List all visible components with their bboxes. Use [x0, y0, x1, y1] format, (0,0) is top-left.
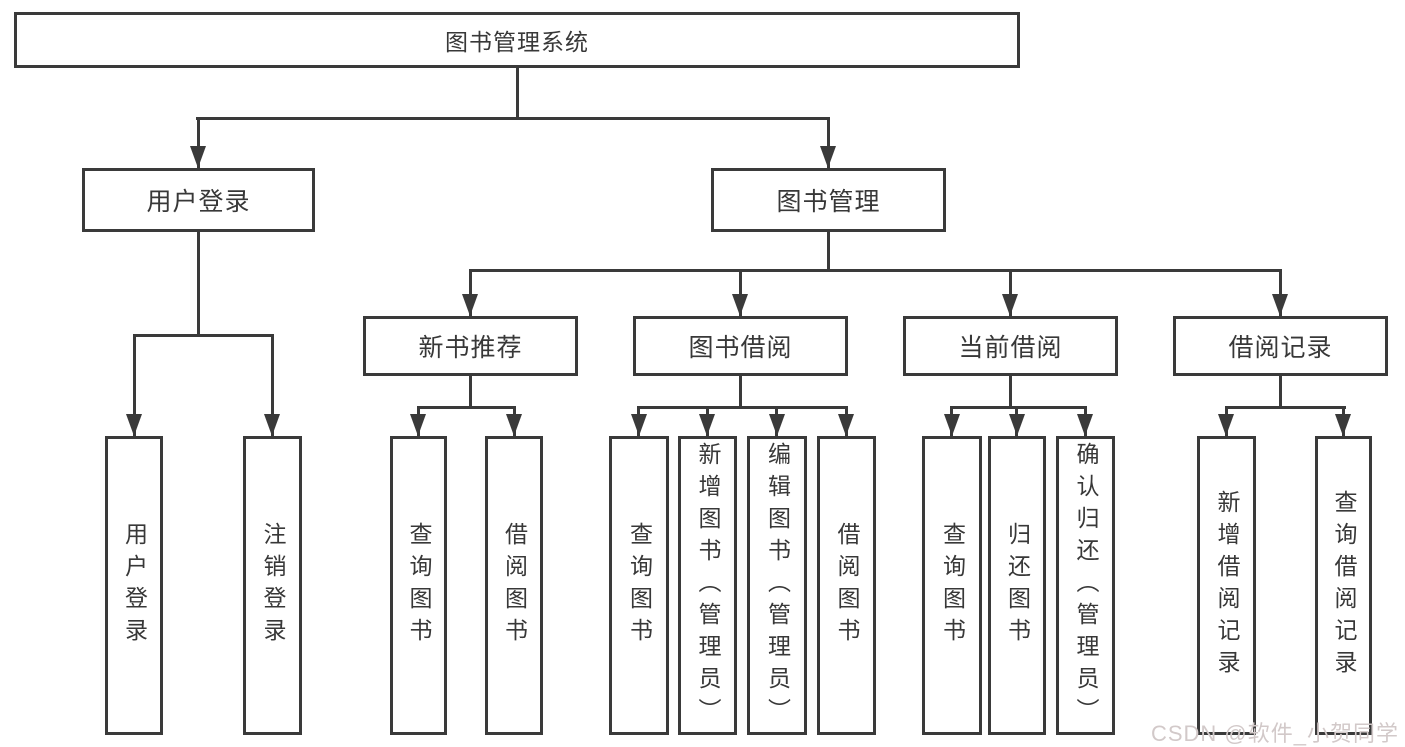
connector-to-leaf-logout [271, 334, 274, 436]
leaf-borrow-books-recommend-label: 借阅图书 [501, 521, 528, 650]
arrow-down-icon [1009, 414, 1025, 436]
node-borrow-records-label: 借阅记录 [1228, 334, 1333, 362]
arrow-down-icon [410, 414, 426, 436]
node-user-login-label: 用户登录 [146, 188, 251, 216]
leaf-confirm-return-admin: 确认归还（管理员） [1056, 436, 1115, 735]
arrow-down-icon [699, 414, 715, 436]
connector-root-stub [516, 68, 519, 120]
connector-records-bus [1225, 406, 1346, 409]
connector-book-management-stub [827, 232, 830, 272]
node-root-label: 图书管理系统 [445, 29, 589, 55]
leaf-add-books-admin-label: 新增图书（管理员） [695, 441, 721, 730]
connector-current-stub [1009, 376, 1012, 409]
leaf-return-books-label: 归还图书 [1004, 521, 1031, 650]
connector-to-current-borrow [1009, 269, 1012, 316]
leaf-query-books-current: 查询图书 [922, 436, 982, 735]
leaf-confirm-return-admin-label: 确认归还（管理员） [1073, 441, 1099, 730]
leaf-add-borrow-record-label: 新增借阅记录 [1214, 489, 1240, 682]
node-current-borrow-label: 当前借阅 [958, 334, 1063, 362]
leaf-query-books-borrow: 查询图书 [609, 436, 669, 735]
leaf-query-books-borrow-label: 查询图书 [626, 521, 653, 650]
connector-borrow-bus [637, 406, 848, 409]
connector-to-user-login [197, 117, 200, 168]
node-book-management-label: 图书管理 [776, 188, 881, 216]
csdn-watermark: CSDN @软件_小贺同学 [1150, 721, 1399, 746]
arrow-down-icon [264, 414, 280, 436]
leaf-query-books-recommend-label: 查询图书 [406, 521, 432, 650]
leaf-logout: 注销登录 [243, 436, 302, 735]
leaf-query-books-current-label: 查询图书 [939, 521, 966, 650]
connector-records-stub [1279, 376, 1282, 409]
arrow-down-icon [506, 414, 522, 436]
connector-book-management-bus [469, 269, 1282, 272]
leaf-borrow-books-label: 借阅图书 [834, 521, 860, 650]
leaf-logout-label: 注销登录 [260, 521, 286, 650]
node-current-borrow: 当前借阅 [903, 316, 1118, 376]
node-borrow-records: 借阅记录 [1173, 316, 1388, 376]
leaf-edit-books-admin-label: 编辑图书（管理员） [764, 441, 791, 730]
leaf-borrow-books: 借阅图书 [817, 436, 876, 735]
leaf-edit-books-admin: 编辑图书（管理员） [747, 436, 807, 735]
arrow-down-icon [462, 294, 478, 316]
node-user-login: 用户登录 [82, 168, 315, 232]
connector-to-book-management [827, 117, 830, 168]
arrow-down-icon [631, 414, 647, 436]
connector-to-new-book-recommend [469, 269, 472, 316]
arrow-down-icon [1272, 294, 1288, 316]
leaf-add-borrow-record: 新增借阅记录 [1197, 436, 1256, 735]
leaf-user-login: 用户登录 [105, 436, 163, 735]
arrow-down-icon [820, 146, 836, 168]
node-root: 图书管理系统 [14, 12, 1020, 68]
node-new-book-recommend-label: 新书推荐 [418, 334, 523, 362]
leaf-query-books-recommend: 查询图书 [390, 436, 447, 735]
node-book-borrow: 图书借阅 [633, 316, 848, 376]
arrow-down-icon [126, 414, 142, 436]
arrow-down-icon [769, 414, 785, 436]
leaf-borrow-books-recommend: 借阅图书 [485, 436, 543, 735]
arrow-down-icon [1077, 414, 1093, 436]
arrow-down-icon [838, 414, 854, 436]
leaf-query-borrow-record-label: 查询借阅记录 [1331, 489, 1357, 682]
connector-to-book-borrow [739, 269, 742, 316]
leaf-user-login-label: 用户登录 [121, 521, 148, 650]
leaf-return-books: 归还图书 [988, 436, 1046, 735]
leaf-add-books-admin: 新增图书（管理员） [678, 436, 737, 735]
leaf-query-borrow-record: 查询借阅记录 [1315, 436, 1372, 735]
connector-recommend-bus [417, 406, 516, 409]
node-new-book-recommend: 新书推荐 [363, 316, 578, 376]
node-book-management: 图书管理 [711, 168, 946, 232]
connector-to-leaf-user-login [133, 334, 136, 436]
arrow-down-icon [190, 146, 206, 168]
connector-root-bus [196, 117, 830, 120]
arrow-down-icon [944, 414, 960, 436]
connector-borrow-stub [739, 376, 742, 409]
connector-to-borrow-records [1279, 269, 1282, 316]
connector-user-login-stub [197, 232, 200, 337]
arrow-down-icon [732, 294, 748, 316]
arrow-down-icon [1218, 414, 1234, 436]
connector-user-login-bus [133, 334, 274, 337]
arrow-down-icon [1002, 294, 1018, 316]
connector-current-bus [950, 406, 1087, 409]
arrow-down-icon [1335, 414, 1351, 436]
connector-recommend-stub [469, 376, 472, 409]
node-book-borrow-label: 图书借阅 [688, 334, 793, 362]
